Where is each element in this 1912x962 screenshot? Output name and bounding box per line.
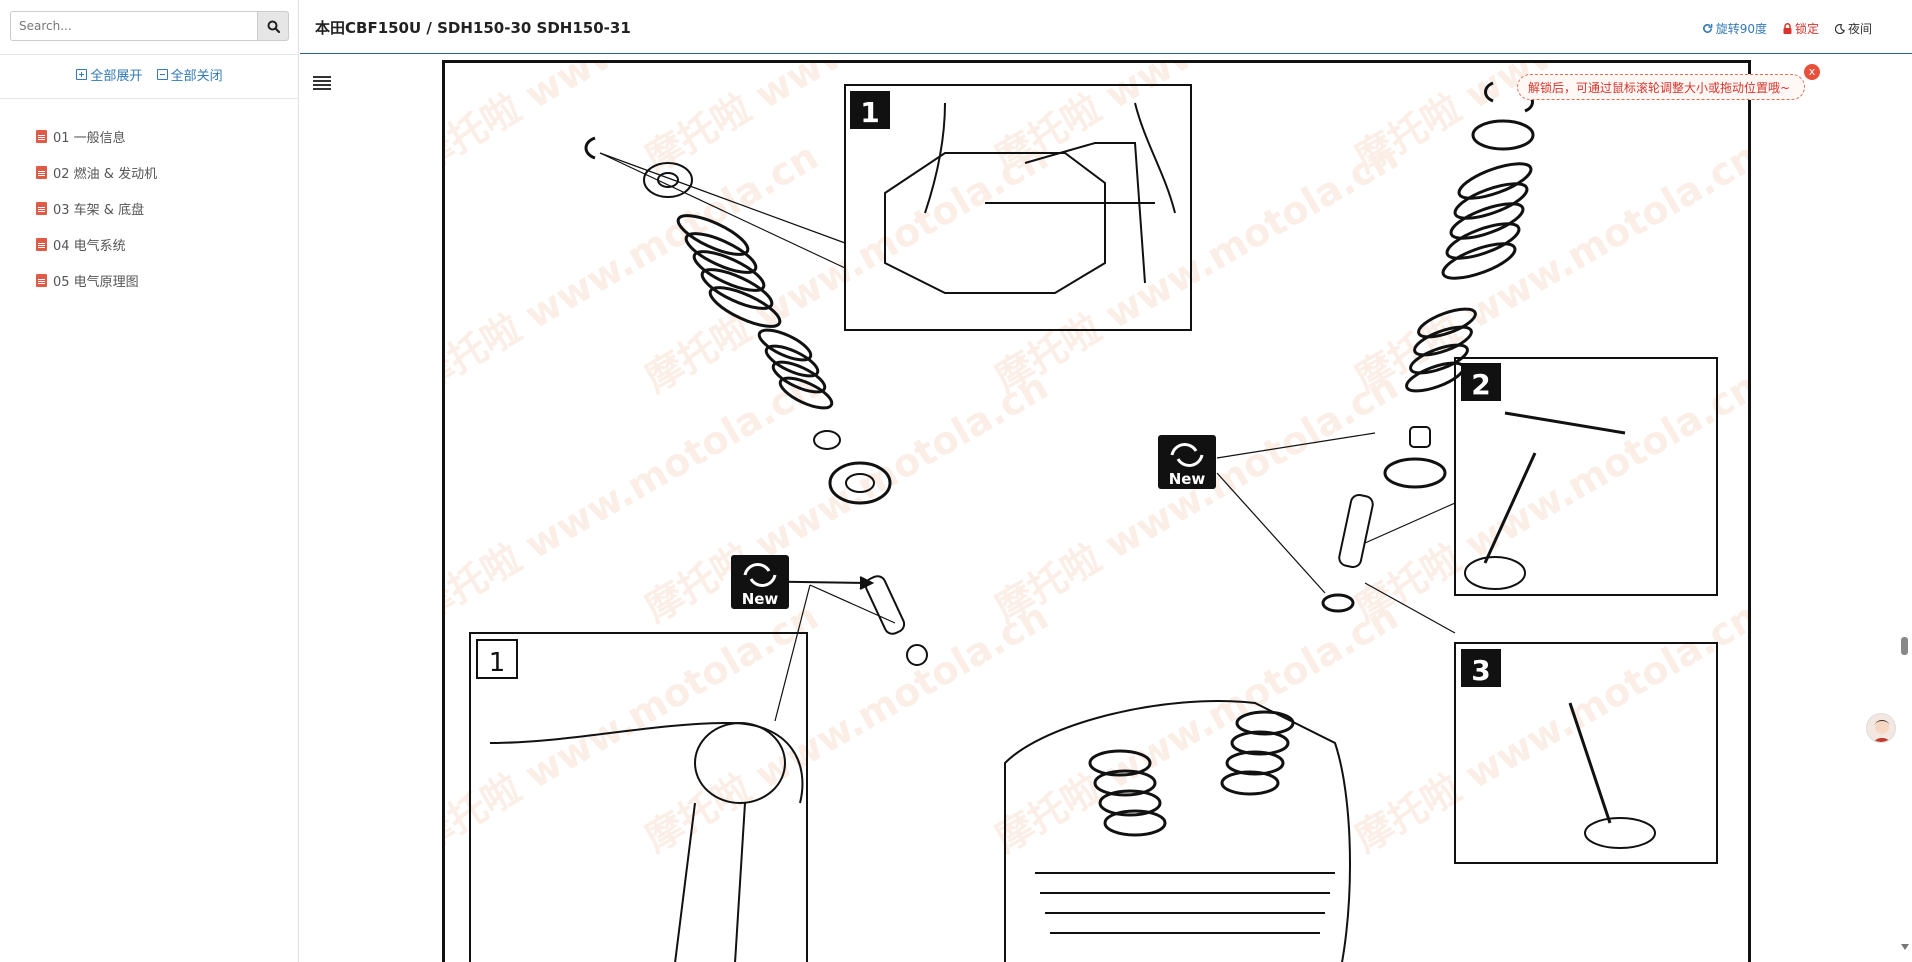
inset-frame xyxy=(469,632,808,962)
svg-text:2: 2 xyxy=(1471,368,1490,401)
tree-item[interactable]: 02 燃油 & 发动机 xyxy=(36,154,157,190)
new-badge: New xyxy=(1158,435,1216,489)
tree-item[interactable]: 03 车架 & 底盘 xyxy=(36,190,157,226)
outer-spring-sketch xyxy=(1441,162,1533,280)
collapse-all-button[interactable]: 全部关闭 xyxy=(156,65,223,84)
tree-controls: 全部展开 全部关闭 xyxy=(0,65,299,84)
engine-head-sketch xyxy=(1004,700,1351,962)
watermark-text: 摩托啦 www.motola.cn xyxy=(445,134,825,401)
svg-text:3: 3 xyxy=(1471,654,1490,687)
valve-guide-sketch xyxy=(864,575,906,635)
expand-all-button[interactable]: 全部展开 xyxy=(76,65,142,84)
outer-spring-sketch xyxy=(676,214,782,328)
tree-item-label: 01 一般信息 xyxy=(53,130,126,146)
plus-square-icon xyxy=(76,69,88,80)
cylinder-head-sketch xyxy=(884,152,1106,294)
svg-text:New: New xyxy=(742,590,779,608)
svg-text:New: New xyxy=(1169,470,1206,488)
divider xyxy=(0,98,299,99)
divider xyxy=(0,54,299,55)
callout-3: 3 xyxy=(1461,649,1501,687)
toolbar: 旋转90度 锁定 夜间 xyxy=(1702,20,1872,37)
chapter-tree: 01 一般信息 02 燃油 & 发动机 03 车架 & 底盘 04 电气系统 0… xyxy=(36,118,157,298)
avatar-icon xyxy=(1873,720,1891,742)
circlip-sketch xyxy=(906,644,928,666)
rotate-label: 旋转90度 xyxy=(1715,22,1767,36)
tree-item-label: 04 电气系统 xyxy=(53,238,126,254)
header: 本田CBF150U / SDH150-30 SDH150-31 旋转90度 锁定… xyxy=(300,0,1912,54)
file-icon xyxy=(36,273,47,287)
lock-button[interactable]: 锁定 xyxy=(1783,20,1819,37)
night-mode-button[interactable]: 夜间 xyxy=(1834,20,1872,37)
watermark-text: 摩托啦 www.motola.cn xyxy=(445,594,825,861)
night-label: 夜间 xyxy=(1847,22,1872,36)
moon-icon xyxy=(1834,23,1845,34)
hammer-hand-sketch xyxy=(489,721,804,804)
watermark: 摩托啦 www.motola.cn 摩托啦 www.motola.cn 摩托啦 … xyxy=(445,63,1752,861)
lock-label: 锁定 xyxy=(1794,22,1819,36)
callout-1: 1 xyxy=(850,91,890,129)
spring-seat-sketch xyxy=(828,461,892,505)
new-badge: New xyxy=(731,555,789,609)
spring-retainer-sketch xyxy=(643,162,693,198)
search-icon xyxy=(267,20,280,33)
page-title: 本田CBF150U / SDH150-30 SDH150-31 xyxy=(315,19,631,37)
watermark-text: 摩托啦 www.motola.cn xyxy=(1348,134,1752,401)
rotate-button[interactable]: 旋转90度 xyxy=(1702,20,1767,37)
tree-item-label: 02 燃油 & 发动机 xyxy=(53,166,158,182)
inner-spring-sketch xyxy=(757,328,834,410)
file-icon xyxy=(36,129,47,143)
watermark-text: 摩托啦 www.motola.cn xyxy=(1348,594,1752,861)
search-bar xyxy=(10,11,289,41)
collapse-all-label: 全部关闭 xyxy=(170,69,223,84)
watermark-text: 摩托啦 www.motola.cn xyxy=(1348,364,1752,631)
tooltip-text: 解锁后，可通过鼠标滚轮调整大小或拖动位置哦~ xyxy=(1528,80,1791,95)
svg-text:1: 1 xyxy=(860,96,879,129)
search-input[interactable] xyxy=(10,11,257,41)
valve-keeper-sketch xyxy=(584,136,596,160)
rotate-icon xyxy=(1702,23,1713,33)
scrollbar-thumb[interactable] xyxy=(1901,637,1908,655)
inset-frame xyxy=(844,84,1192,331)
file-icon xyxy=(36,201,47,215)
file-icon xyxy=(36,165,47,179)
valve-seat-sketch xyxy=(813,430,841,450)
valve-diagram: 摩托啦 www.motola.cn 摩托啦 www.motola.cn 摩托啦 … xyxy=(445,63,1752,962)
expand-all-label: 全部展开 xyxy=(90,69,143,84)
callout-2: 2 xyxy=(1461,363,1501,401)
lock-icon xyxy=(1783,23,1792,34)
callout-1: 1 xyxy=(476,639,518,679)
minus-square-icon xyxy=(156,69,168,80)
tooltip-close-button[interactable]: x xyxy=(1804,64,1820,80)
search-button[interactable] xyxy=(257,11,289,41)
inset-frame xyxy=(1454,642,1718,864)
inset-frame xyxy=(1454,357,1718,596)
assistant-avatar[interactable] xyxy=(1866,713,1896,743)
file-icon xyxy=(36,237,47,251)
menu-toggle-button[interactable] xyxy=(313,76,331,90)
unlock-tooltip: 解锁后，可通过鼠标滚轮调整大小或拖动位置哦~ xyxy=(1517,74,1806,100)
tree-item-label: 03 车架 & 底盘 xyxy=(53,202,145,218)
tree-item[interactable]: 01 一般信息 xyxy=(36,118,157,154)
tree-item-label: 05 电气原理图 xyxy=(53,274,139,290)
manual-figure: 摩托啦 www.motola.cn 摩托啦 www.motola.cn 摩托啦 … xyxy=(442,60,1751,962)
svg-text:1: 1 xyxy=(489,648,506,678)
scroll-down-arrow[interactable] xyxy=(1901,944,1909,950)
tree-item[interactable]: 04 电气系统 xyxy=(36,226,157,262)
sidebar: 全部展开 全部关闭 01 一般信息 02 燃油 & 发动机 03 车架 & 底盘… xyxy=(0,0,299,962)
tree-item[interactable]: 05 电气原理图 xyxy=(36,262,157,298)
